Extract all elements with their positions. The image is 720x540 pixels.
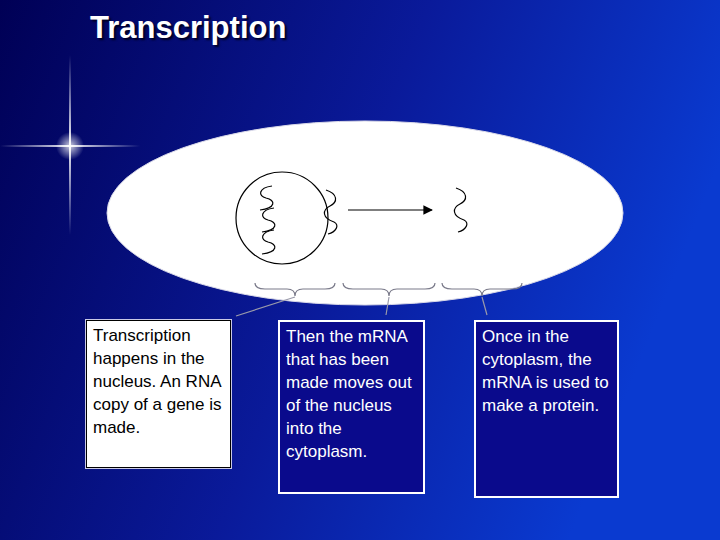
slide-title: Transcription: [90, 10, 286, 46]
bracket: [255, 283, 522, 296]
mrna-strand: [454, 188, 466, 232]
text-box: Once in the cytoplasm, the mRNA is used …: [474, 320, 619, 498]
text-box: Transcription happens in the nucleus. An…: [86, 320, 231, 468]
cell: [107, 121, 623, 305]
dna-strands: [260, 186, 275, 254]
nucleus: [236, 172, 328, 264]
text-box: Then the mRNA that has been made moves o…: [278, 320, 425, 494]
leader-line: [236, 297, 487, 316]
export-arrow: [348, 209, 432, 210]
box-text: Once in the cytoplasm, the mRNA is used …: [482, 326, 611, 418]
box-text: Then the mRNA that has been made moves o…: [286, 326, 417, 464]
mrna-strand: [324, 190, 336, 234]
box-text: Transcription happens in the nucleus. An…: [93, 325, 224, 440]
